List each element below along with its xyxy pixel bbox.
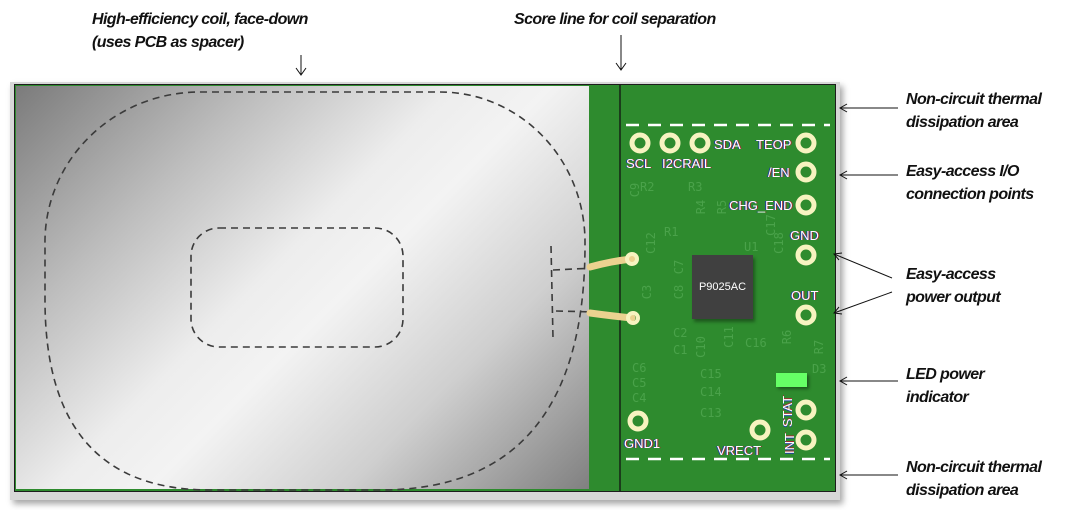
label-sda: SDA: [714, 137, 741, 152]
arrow-down-icon: [295, 67, 307, 76]
callout-led-line2: indicator: [906, 389, 969, 406]
arrow-left-icon: [833, 252, 843, 261]
label-vrect: VRECT: [717, 443, 762, 458]
pad-stat: [795, 399, 817, 421]
label-int: INT: [781, 433, 797, 454]
silk-c2: C2: [673, 326, 688, 340]
pad-chg-end: [795, 194, 817, 216]
arrow-left-icon: [833, 306, 843, 315]
label-teop: TEOP: [756, 137, 792, 152]
silk-c15: C15: [700, 367, 722, 381]
silk-c6: C6: [632, 361, 647, 375]
pad-en: [795, 161, 817, 183]
callout-coil: High-efficiency coil, face-down (uses PC…: [92, 8, 308, 54]
pad-i2crail: [659, 132, 681, 154]
silk-u1: U1: [744, 240, 759, 254]
silk-c1: C1: [673, 343, 688, 357]
callout-power-output: Easy-access power output: [906, 263, 1001, 309]
silk-r1: R1: [664, 225, 679, 239]
label-i2crail: I2CRAIL: [662, 156, 712, 171]
chip-label: P9025AC: [698, 281, 747, 293]
silk-c14: C14: [700, 385, 722, 399]
label-en: /EN: [768, 165, 790, 180]
arrow-left-icon: [838, 376, 848, 386]
callout-thermal-bottom: Non-circuit thermal dissipation area: [906, 456, 1042, 502]
callout-led-line1: LED power: [906, 366, 985, 383]
callout-thermal-top: Non-circuit thermal dissipation area: [906, 88, 1042, 134]
silk-c4: C4: [632, 391, 647, 405]
callout-coil-line2: (uses PCB as spacer): [92, 34, 244, 51]
outer-coil-outline: [44, 91, 586, 491]
label-gnd1: GND1: [624, 436, 661, 451]
coil-wire-bottom: [586, 309, 636, 322]
pad-scl: [629, 132, 651, 154]
coil-lead-vertical: [550, 245, 554, 339]
silk-r2: R2: [640, 180, 655, 194]
callout-coil-line1: High-efficiency coil, face-down: [92, 11, 308, 28]
coil-area: [16, 86, 590, 489]
pad-coil-top: [625, 252, 639, 266]
arrow-left-icon: [838, 170, 848, 180]
arrow-left-icon: [838, 103, 848, 113]
silk-c16: C16: [745, 336, 767, 350]
pad-coil-bottom: [626, 311, 640, 325]
arrows: [295, 35, 898, 480]
led-indicator: [776, 373, 807, 387]
ic-chip: P9025AC: [692, 255, 753, 319]
callout-io-points: Easy-access I/O connection points: [906, 160, 1034, 206]
coil-lead-bottom: [555, 310, 596, 313]
pad-sda: [689, 132, 711, 154]
label-chg-end: CHG_END: [729, 198, 793, 213]
label-out: OUT: [791, 288, 819, 303]
pad-out: [795, 304, 817, 326]
silk-c13: C13: [700, 406, 722, 420]
label-gnd: GND: [790, 228, 819, 243]
callout-power-line1: Easy-access: [906, 266, 996, 283]
silk-d3: D3: [812, 362, 827, 376]
callout-io-line2: connection points: [906, 186, 1034, 203]
pad-int: [795, 429, 817, 451]
callout-power-line2: power output: [906, 289, 1001, 306]
pad-gnd: [795, 244, 817, 266]
pads: [625, 132, 817, 451]
callout-score-line: Score line for coil separation: [514, 8, 716, 31]
label-stat: STAT: [780, 395, 796, 428]
silk-r3: R3: [688, 180, 703, 194]
callout-led: LED power indicator: [906, 363, 985, 409]
silk-c5: C5: [632, 376, 647, 390]
callout-score-line-text: Score line for coil separation: [514, 11, 716, 28]
pad-vrect: [749, 419, 771, 441]
callout-thermal-bottom-line2: dissipation area: [906, 482, 1019, 499]
callout-thermal-bottom-line1: Non-circuit thermal: [906, 459, 1042, 476]
callout-io-line1: Easy-access I/O: [906, 163, 1019, 180]
callout-thermal-top-line1: Non-circuit thermal: [906, 91, 1042, 108]
arrow-left-icon: [838, 470, 848, 480]
pad-teop: [795, 132, 817, 154]
label-scl: SCL: [626, 156, 652, 171]
arrow-down-icon: [615, 62, 627, 71]
inner-coil-outline: [190, 227, 404, 348]
pad-gnd1: [627, 410, 649, 432]
callout-thermal-top-line2: dissipation area: [906, 114, 1019, 131]
